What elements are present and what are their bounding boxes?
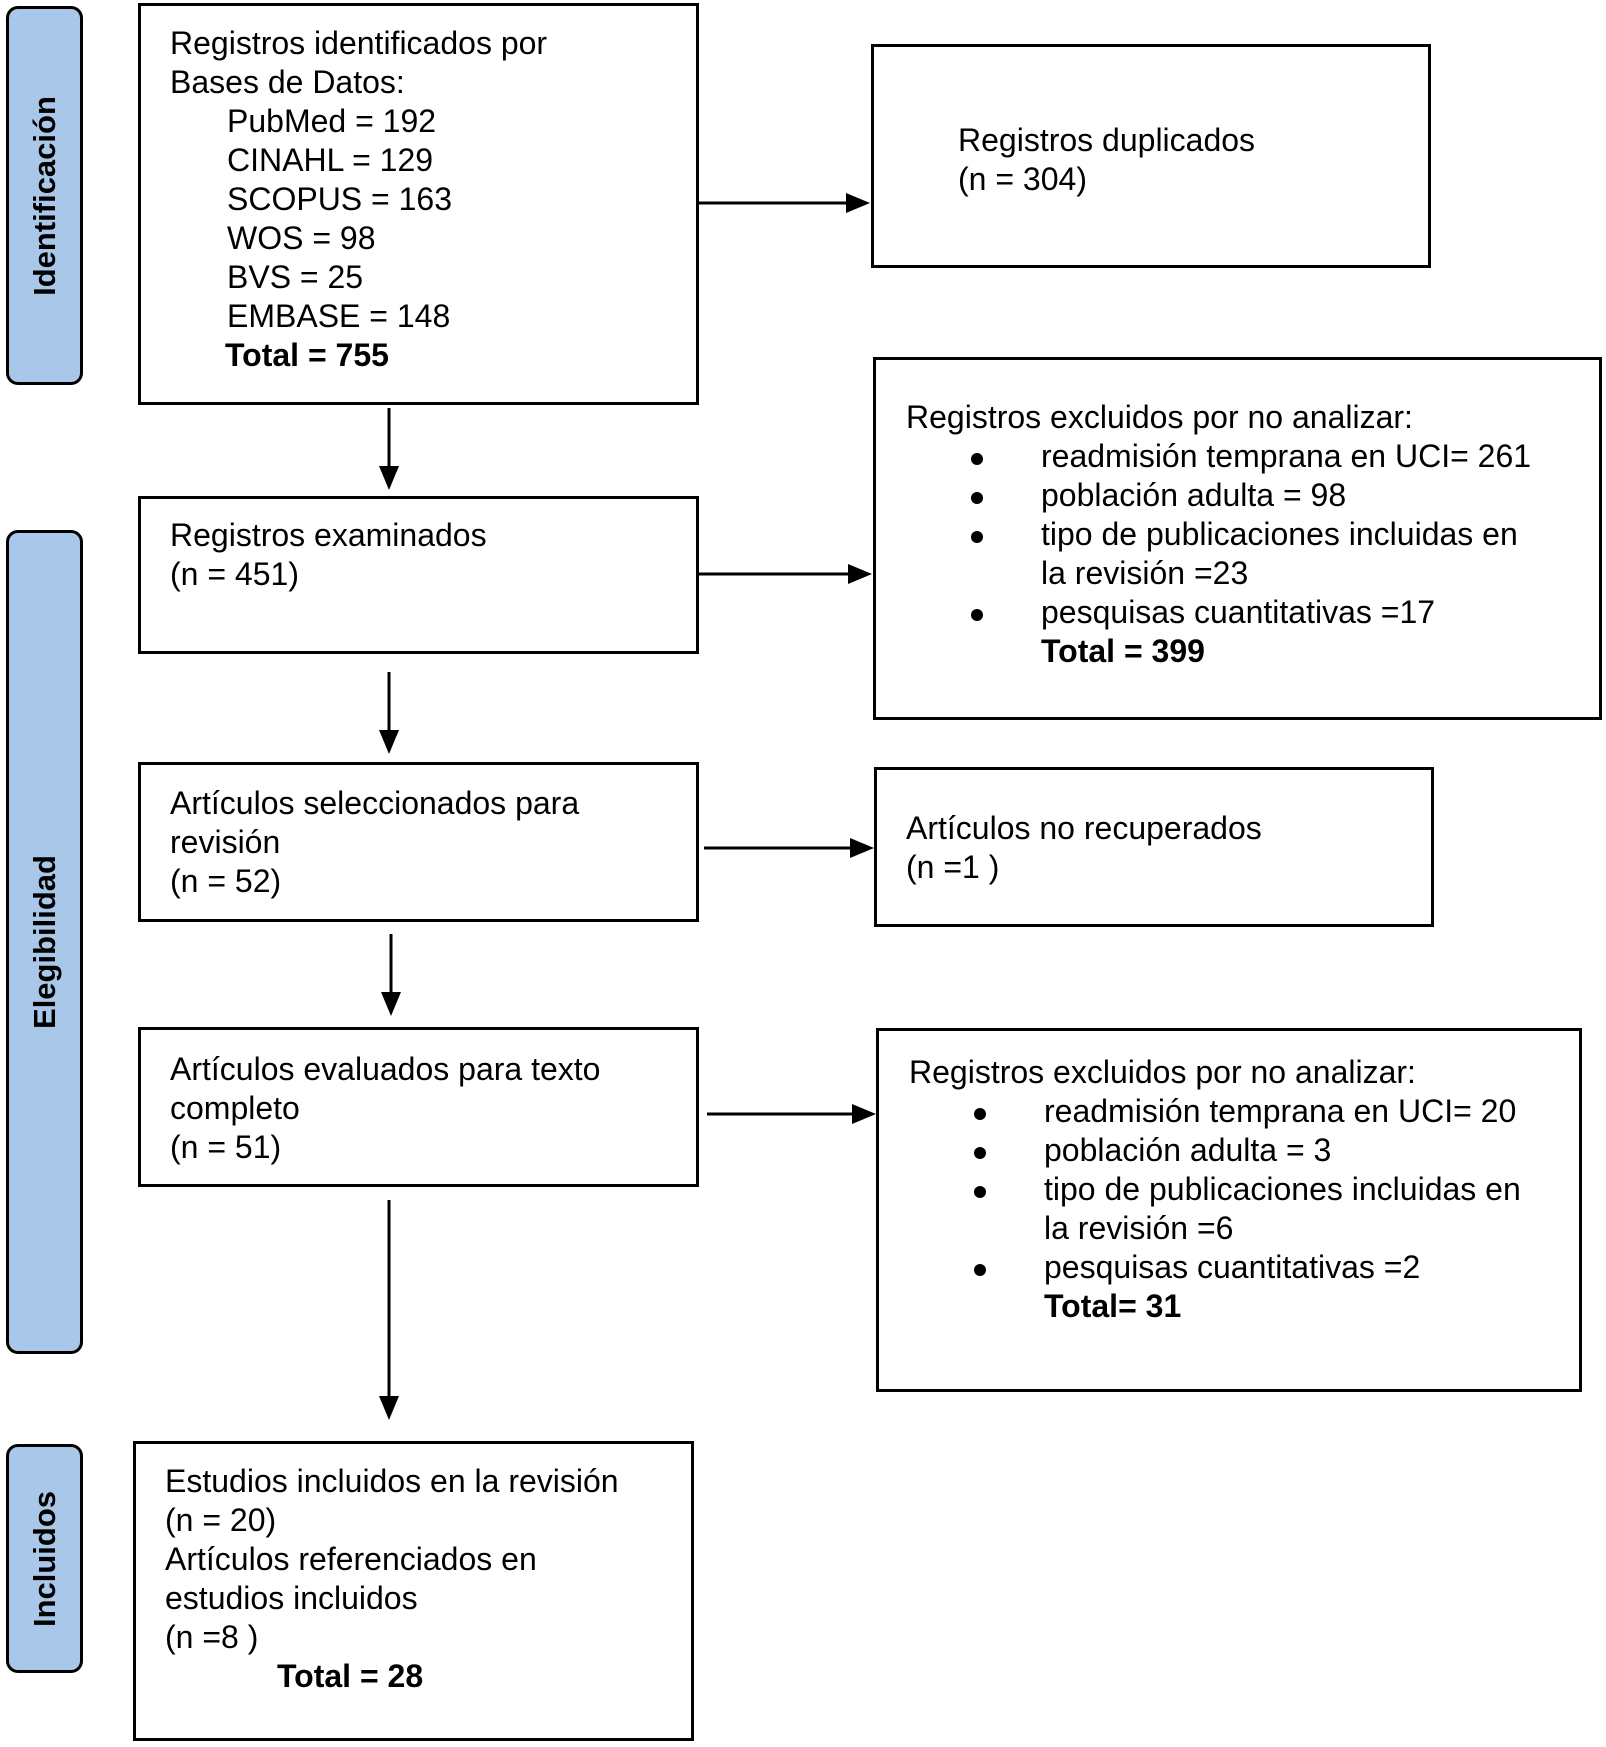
excluded-fulltext-box: Registros excluidos por no analizar: rea… — [876, 1028, 1582, 1392]
source-pubmed: PubMed = 192 — [227, 103, 437, 139]
not-retrieved-line-1: Artículos no recuperados — [906, 810, 1262, 846]
arrow-to-duplicates — [699, 193, 870, 213]
selected-box: Artículos seleccionados para revisión (n… — [138, 762, 699, 922]
excluded-screening-list: readmisión temprana en UCI= 261 població… — [906, 437, 1599, 632]
list-item: readmisión temprana en UCI= 20 — [909, 1092, 1579, 1131]
arrow-to-screened — [379, 408, 399, 490]
selected-line-3: (n = 52) — [170, 863, 282, 899]
source-embase: EMBASE = 148 — [227, 298, 451, 334]
bullet-icon — [971, 531, 983, 543]
excluded-fulltext-list: readmisión temprana en UCI= 20 población… — [909, 1092, 1579, 1287]
phase-eligibility-label: Elegibilidad — [26, 855, 62, 1029]
list-item-text: la revisión =23 — [1041, 555, 1249, 591]
assessed-box: Artículos evaluados para texto completo … — [138, 1027, 699, 1187]
list-item-text: población adulta = 3 — [1044, 1132, 1332, 1168]
included-total: Total = 28 — [277, 1658, 424, 1694]
bullet-icon — [974, 1186, 986, 1198]
included-box: Estudios incluidos en la revisión (n = 2… — [133, 1441, 694, 1741]
bullet-icon — [971, 453, 983, 465]
arrow-to-excluded-fulltext — [707, 1104, 876, 1124]
list-item-text: pesquisas cuantitativas =17 — [1041, 594, 1436, 630]
excluded-screening-box: Registros excluidos por no analizar: rea… — [873, 357, 1602, 720]
list-item-text: pesquisas cuantitativas =2 — [1044, 1249, 1421, 1285]
arrow-to-assessed — [381, 934, 401, 1016]
list-item: pesquisas cuantitativas =17 — [906, 593, 1599, 632]
identified-total: Total = 755 — [225, 337, 389, 373]
duplicates-line-1: Registros duplicados — [958, 122, 1256, 158]
arrow-to-not-retrieved — [704, 838, 874, 858]
screened-box: Registros examinados (n = 451) — [138, 496, 699, 654]
source-bvs: BVS = 25 — [227, 259, 364, 295]
list-item-text: población adulta = 98 — [1041, 477, 1347, 513]
arrow-to-included — [379, 1200, 399, 1420]
assessed-line-2: completo — [170, 1090, 300, 1126]
phase-identification-label: Identificación — [26, 95, 62, 296]
list-item-text: la revisión =6 — [1044, 1210, 1234, 1246]
bullet-icon — [974, 1108, 986, 1120]
bullet-icon — [974, 1264, 986, 1276]
list-item-text: tipo de publicaciones incluidas en — [1041, 516, 1518, 552]
list-item: tipo de publicaciones incluidas en la re… — [906, 515, 1599, 593]
list-item: pesquisas cuantitativas =2 — [909, 1248, 1579, 1287]
excluded-fulltext-total: Total= 31 — [1044, 1288, 1182, 1324]
screened-line-2: (n = 451) — [170, 556, 299, 592]
included-line-3: Artículos referenciados en — [165, 1541, 537, 1577]
source-scopus: SCOPUS = 163 — [227, 181, 452, 217]
list-item-text: tipo de publicaciones incluidas en — [1044, 1171, 1521, 1207]
phase-identification: Identificación — [6, 6, 83, 385]
bullet-icon — [974, 1147, 986, 1159]
included-line-1: Estudios incluidos en la revisión — [165, 1463, 619, 1499]
excluded-fulltext-heading: Registros excluidos por no analizar: — [909, 1054, 1416, 1090]
phase-eligibility: Elegibilidad — [6, 530, 83, 1354]
phase-included-label: Incluidos — [26, 1490, 62, 1627]
list-item: población adulta = 98 — [906, 476, 1599, 515]
screened-line-1: Registros examinados — [170, 517, 487, 553]
list-item-text: readmisión temprana en UCI= 261 — [1041, 438, 1532, 474]
included-line-5: (n =8 ) — [165, 1619, 259, 1655]
included-line-4: estudios incluidos — [165, 1580, 418, 1616]
arrow-to-selected — [379, 672, 399, 754]
selected-line-2: revisión — [170, 824, 281, 860]
excluded-screening-total: Total = 399 — [1041, 633, 1205, 669]
identified-line-2: Bases de Datos: — [170, 64, 405, 100]
identified-line-1: Registros identificados por — [170, 25, 548, 61]
source-wos: WOS = 98 — [227, 220, 376, 256]
phase-included: Incluidos — [6, 1444, 83, 1673]
arrow-to-excluded-screening — [699, 564, 872, 584]
list-item-text: readmisión temprana en UCI= 20 — [1044, 1093, 1517, 1129]
bullet-icon — [971, 609, 983, 621]
not-retrieved-box: Artículos no recuperados (n =1 ) — [874, 767, 1434, 927]
duplicates-box: Registros duplicados (n = 304) — [871, 44, 1431, 268]
source-cinahl: CINAHL = 129 — [227, 142, 434, 178]
not-retrieved-line-2: (n =1 ) — [906, 849, 1000, 885]
assessed-line-3: (n = 51) — [170, 1129, 282, 1165]
duplicates-line-2: (n = 304) — [958, 161, 1087, 197]
identified-records-box: Registros identificados por Bases de Dat… — [138, 3, 699, 405]
included-line-2: (n = 20) — [165, 1502, 277, 1538]
list-item: readmisión temprana en UCI= 261 — [906, 437, 1599, 476]
list-item: tipo de publicaciones incluidas en la re… — [909, 1170, 1579, 1248]
list-item: población adulta = 3 — [909, 1131, 1579, 1170]
selected-line-1: Artículos seleccionados para — [170, 785, 580, 821]
bullet-icon — [971, 492, 983, 504]
excluded-screening-heading: Registros excluidos por no analizar: — [906, 399, 1413, 435]
assessed-line-1: Artículos evaluados para texto — [170, 1051, 601, 1087]
